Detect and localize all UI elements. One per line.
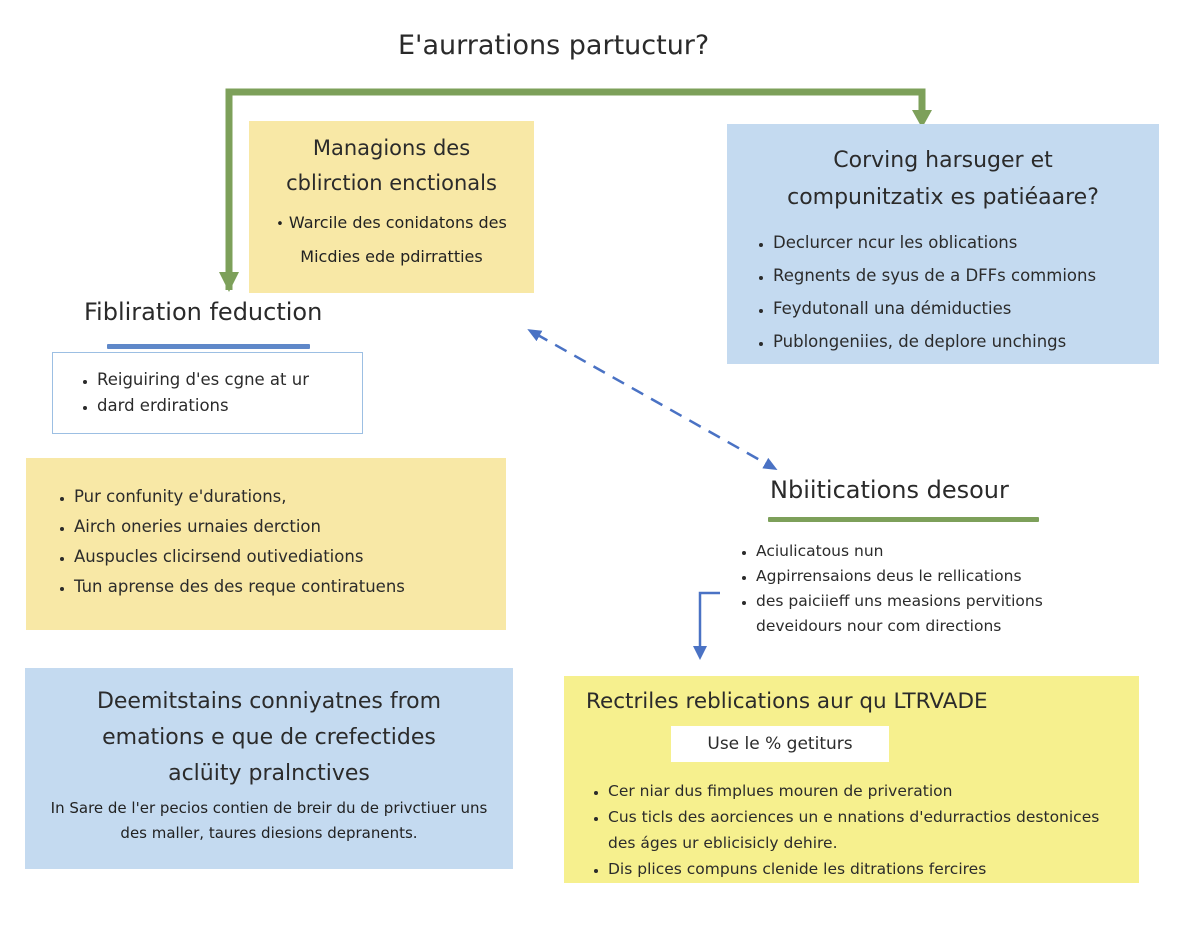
top-right-heading: Corving harsuger et compunitzatix es pat… [787,148,1099,210]
green-flow-arrow [225,88,926,290]
list-item: Tun aprense des des reque contiratuens [74,572,480,602]
left-section-rule [107,344,310,349]
bottom-left-heading: Deemitstains conniyatnes from emations e… [96,689,442,786]
list-item: Auspucles clicirsend outivediations [74,542,480,572]
list-item: Agpirrensaions deus le rellications [756,564,1076,589]
list-item: Airch oneries urnaies derction [74,512,480,542]
bottom-right-pill: Use le % getiturs [671,726,889,762]
right-section-rule [768,517,1039,522]
bottom-right-heading: Rectriles reblications aur qu LTRVADE [586,689,988,714]
list-item: Cer niar dus fimplues mouren de priverat… [608,778,1117,804]
left-yellow-list: Pur confunity e'durations, Airch oneries… [52,482,480,602]
list-item: Publongeniies, de deplore unchings [773,325,1135,358]
left-section-title: Fibliration feduction [84,298,323,326]
list-item: dard erdirations [97,393,340,419]
right-section-list: Aciulicatous nun Agpirrensaions deus le … [736,539,1076,639]
list-item: des paiciieff uns measions pervitions de… [756,589,1076,639]
diagram-title: E'aurrations partuctur? [398,30,710,61]
blue-elbow-arrowhead [693,646,707,660]
top-right-box: Corving harsuger et compunitzatix es pat… [727,124,1159,364]
bottom-right-box: Rectriles reblications aur qu LTRVADE Us… [564,676,1139,883]
green-arrowhead-left [219,272,239,292]
top-left-item: • Warcile des conidatons des Micdies ede… [276,213,507,266]
list-item: Feydutonall una démiducties [773,292,1135,325]
left-outlined-box: Reiguiring d'es cgne at ur dard erdirati… [52,352,363,434]
list-item: Dis plices compuns clenide les ditration… [608,856,1117,882]
list-item: Reiguiring d'es cgne at ur [97,367,340,393]
top-left-box: Managions des cblirction enctionals • Wa… [249,121,534,293]
right-section-title: Nbiitications desour [770,476,1009,504]
bottom-left-box: Deemitstains conniyatnes from emations e… [25,668,513,869]
list-item: Regnents de syus de a DFFs commions [773,259,1135,292]
blue-elbow-arrow [698,591,720,650]
top-right-list: Declurcer ncur les oblications Regnents … [751,226,1135,358]
list-item: Pur confunity e'durations, [74,482,480,512]
green-arrowhead-right [912,110,932,128]
left-outlined-list: Reiguiring d'es cgne at ur dard erdirati… [75,367,340,419]
top-left-heading: Managions des cblirction enctionals [286,136,497,195]
list-item: Cus ticls des aorciences un e nnations d… [608,804,1117,856]
dashed-double-arrow [527,329,778,470]
left-yellow-box: Pur confunity e'durations, Airch oneries… [26,458,506,630]
bottom-right-list: Cer niar dus fimplues mouren de priverat… [586,778,1117,882]
list-item: Aciulicatous nun [756,539,1076,564]
bottom-left-body: In Sare de l'er pecios contien de breir … [50,799,488,842]
list-item: Declurcer ncur les oblications [773,226,1135,259]
